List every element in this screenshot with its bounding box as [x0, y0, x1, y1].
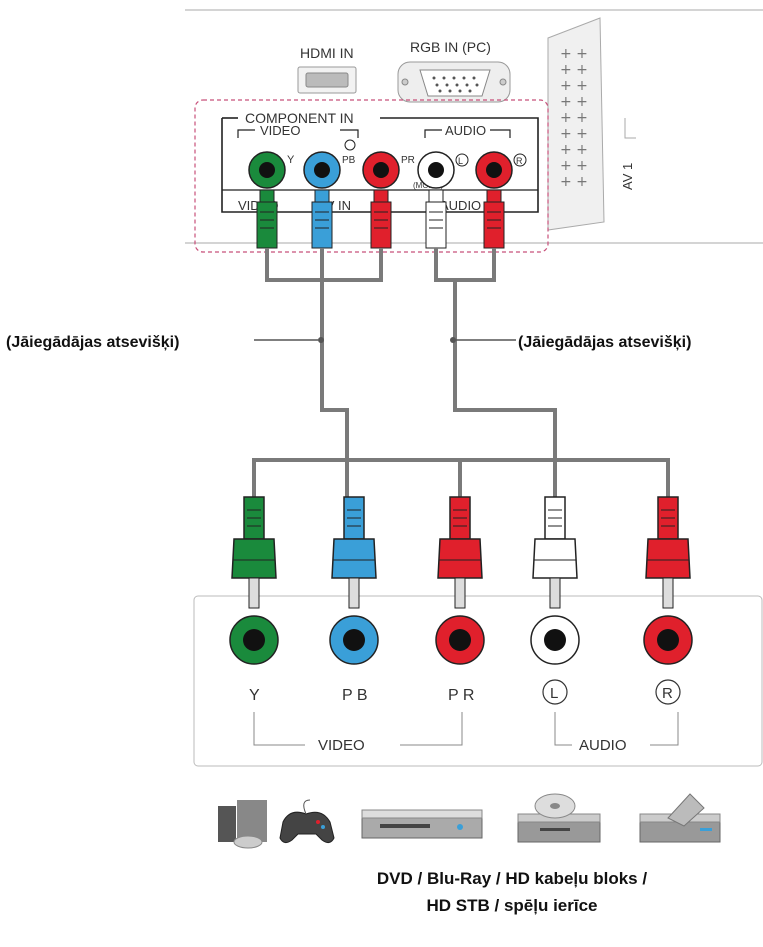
tv-plug-pr [370, 189, 392, 249]
av1-label: AV 1 [620, 163, 635, 190]
tv-plug-pb [311, 189, 333, 249]
svg-text:+ +: + + [560, 62, 588, 78]
tv-jack-pr-label: PR [401, 155, 415, 166]
cable-label-right: (Jāiegādājas atsevišķi) [518, 334, 691, 351]
device-plug-pr [437, 496, 483, 609]
tv-jack-l-label: L [458, 156, 463, 166]
tv-jack-y-label: Y [287, 154, 295, 166]
device-jacks [229, 615, 693, 665]
scart-port: + ++ ++ + + ++ ++ + + ++ ++ + AV 1 [547, 17, 636, 231]
stb-icon [639, 793, 721, 843]
device-label-y: Y [249, 687, 260, 704]
component-audio-label: AUDIO [445, 123, 486, 138]
bluray-player-icon [517, 793, 601, 843]
device-label-r: R [662, 685, 673, 702]
device-label-pr: P R [448, 687, 474, 704]
cable-label-left: (Jāiegādājas atsevišķi) [6, 334, 179, 351]
caption-line1: DVD / Blu-Ray / HD kabeļu bloks / [377, 869, 647, 888]
tv-plugs [256, 189, 505, 249]
tv-jack-r-label: R [516, 156, 523, 166]
device-label-l: L [550, 685, 558, 702]
rgb-label: RGB IN (PC) [410, 39, 491, 55]
svg-text:+ +: + + [560, 46, 588, 62]
pc-disc-icon [218, 800, 267, 849]
caption-line2: HD STB / spēļu ierīce [427, 896, 598, 915]
gamepad-icon [279, 799, 335, 844]
device-label-pb: P B [342, 687, 368, 704]
svg-text:+ +: + + [560, 158, 588, 174]
tv-jack-pb-label: PB [342, 155, 356, 166]
device-plug-r [645, 496, 691, 609]
hdmi-port: HDMI IN [297, 45, 357, 94]
component-video-label: VIDEO [260, 123, 300, 138]
device-video-label: VIDEO [318, 737, 365, 754]
hdmi-label: HDMI IN [300, 45, 354, 61]
device-labels: Y P B P R L R VIDEO AUDIO [249, 679, 681, 754]
tv-plug-l [425, 189, 447, 249]
rgb-port: RGB IN (PC) [397, 39, 511, 103]
component-label: COMPONENT IN [245, 110, 354, 126]
component-region [194, 99, 549, 253]
tv-plug-y [256, 189, 278, 249]
device-plug-pb [331, 496, 377, 609]
av-in-audio-label: AUDIO [440, 198, 481, 213]
device-plugs [231, 496, 691, 609]
device-icons [218, 793, 721, 849]
svg-text:+ +: + + [560, 126, 588, 142]
svg-text:+ +: + + [560, 94, 588, 110]
device-audio-label: AUDIO [579, 737, 627, 754]
device-plug-l [532, 496, 578, 609]
cables [252, 248, 670, 505]
svg-text:+ +: + + [560, 142, 588, 158]
svg-text:+ +: + + [560, 174, 588, 190]
svg-text:+ +: + + [560, 110, 588, 126]
tv-jacks: Y PB PR L R [248, 151, 527, 189]
device-plug-y [231, 496, 277, 609]
tv-plug-r [483, 189, 505, 249]
dvd-player-icon [361, 809, 483, 839]
svg-text:+ +: + + [560, 78, 588, 94]
